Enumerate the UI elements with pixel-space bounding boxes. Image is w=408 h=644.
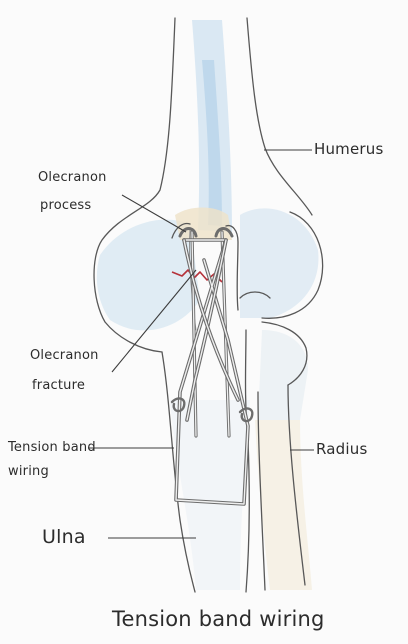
label-humerus: Humerus xyxy=(314,140,384,159)
caption: Tension band wiring xyxy=(112,606,325,632)
label-olecranon-fracture-line1: Olecranon xyxy=(30,348,99,364)
label-olecranon-process-line1: Olecranon xyxy=(38,170,107,186)
label-olecranon-process-line2: process xyxy=(40,198,91,214)
label-tension-band-line2: wiring xyxy=(8,464,49,480)
label-ulna: Ulna xyxy=(42,526,86,550)
label-olecranon-fracture-line2: fracture xyxy=(32,378,85,394)
label-radius: Radius xyxy=(316,440,368,459)
label-tension-band-line1: Tension band xyxy=(8,440,96,456)
